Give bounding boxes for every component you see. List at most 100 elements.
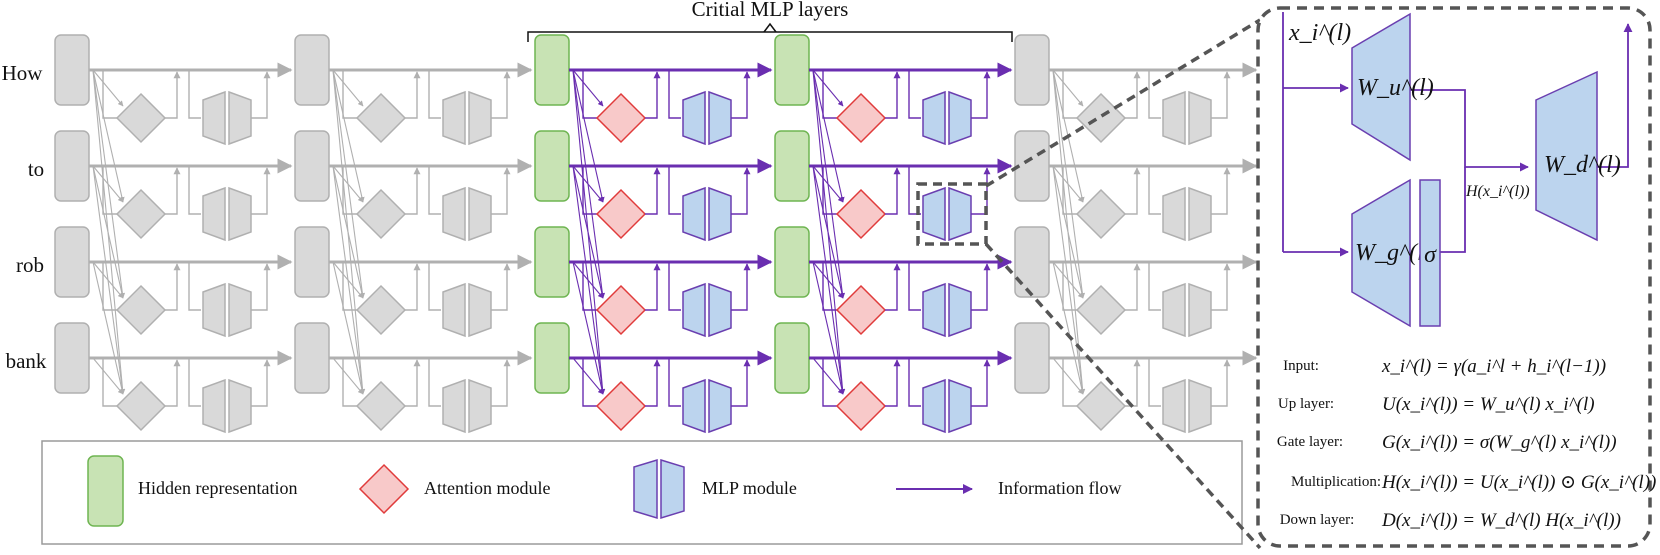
fan-line — [92, 261, 125, 395]
branch-line — [1125, 263, 1141, 311]
branch-line — [645, 71, 661, 119]
zoom-highlight-box — [916, 182, 988, 246]
token-labels: How to rob bank — [2, 61, 47, 373]
mlp-module-half — [682, 282, 706, 338]
mlp-module-icon — [633, 458, 685, 520]
hidden-block — [1014, 34, 1050, 106]
wd-label: W_d^(l) — [1544, 152, 1621, 178]
attention-module — [115, 380, 167, 432]
fan-line — [332, 357, 364, 395]
hidden-block — [294, 130, 330, 202]
eq-mult: H(x_i^(l)) = U(x_i^(l)) ⊙ G(x_i^(l)) — [1381, 472, 1656, 493]
mlp-detail-panel: x_i^(l) W_u^(l) W_g^(l) σ H(x_i^(l)) W_d… — [1256, 6, 1656, 548]
hidden-block — [534, 130, 570, 202]
eq-gate: G(x_i^(l)) = σ(W_g^(l) x_i^(l)) — [1382, 432, 1617, 453]
branch-line — [188, 70, 201, 119]
attention-module — [1075, 188, 1127, 240]
attention-module — [595, 284, 647, 336]
mlp-module-half — [202, 378, 226, 434]
fan-line — [572, 261, 605, 395]
eq-label-up: Up layer: — [1278, 396, 1334, 412]
branch-line — [342, 358, 357, 407]
up-projection-block — [1351, 12, 1411, 162]
attention-module — [115, 92, 167, 144]
attention-module — [115, 284, 167, 336]
branch-line — [428, 358, 441, 407]
branch-line — [405, 167, 421, 215]
mlp-module-half — [1188, 186, 1212, 242]
branch-line — [645, 167, 661, 215]
fan-line — [332, 165, 364, 203]
branch-line — [165, 359, 181, 407]
branch-line — [885, 167, 901, 215]
mlp-module-half — [922, 90, 946, 146]
branch-line — [971, 263, 991, 311]
branch-line — [668, 262, 681, 311]
attention-module — [1075, 92, 1127, 144]
sigma-activation-block — [1419, 179, 1441, 327]
critical-layers-brace — [527, 22, 1013, 42]
mlp-module-half — [442, 186, 466, 242]
branch-line — [1211, 359, 1231, 407]
eq-up: U(x_i^(l)) = W_u^(l) x_i^(l) — [1382, 394, 1595, 415]
fan-line — [332, 165, 365, 299]
branch-line — [731, 263, 751, 311]
fan-line — [1052, 261, 1084, 299]
branch-line — [645, 359, 661, 407]
down-projection-block — [1535, 70, 1598, 242]
branch-line — [885, 359, 901, 407]
branch-line — [491, 167, 511, 215]
branch-line — [885, 263, 901, 311]
branch-line — [405, 359, 421, 407]
fan-line — [812, 165, 844, 203]
attention-module-icon — [358, 463, 410, 515]
fan-line — [332, 261, 364, 299]
branch-line — [405, 71, 421, 119]
branch-line — [188, 166, 201, 215]
gate-projection-block — [1351, 178, 1411, 328]
fan-line — [1052, 69, 1084, 107]
branch-line — [165, 263, 181, 311]
fan-line — [92, 261, 124, 299]
fan-line — [332, 69, 364, 107]
attention-module — [595, 188, 647, 240]
diagram-title: Critial MLP layers — [692, 0, 849, 21]
branch-line — [491, 359, 511, 407]
hidden-block — [294, 322, 330, 394]
mlp-module-half — [202, 282, 226, 338]
branch-line — [342, 166, 357, 215]
branch-line — [731, 71, 751, 119]
mlp-module-half — [202, 90, 226, 146]
layer-stack — [54, 34, 1258, 434]
branch-line — [405, 263, 421, 311]
token-label: How — [2, 61, 44, 85]
fan-line — [572, 261, 604, 299]
fan-line — [332, 261, 365, 395]
branch-line — [102, 166, 117, 215]
mlp-module-half — [442, 378, 466, 434]
hidden-block — [1014, 130, 1050, 202]
hidden-block — [294, 226, 330, 298]
attention-module — [1075, 380, 1127, 432]
fan-line — [572, 69, 605, 203]
hidden-block — [534, 34, 570, 106]
fan-line — [92, 165, 124, 203]
branch-line — [731, 167, 751, 215]
fan-line — [1052, 165, 1085, 299]
token-label: bank — [6, 349, 47, 373]
attention-module — [355, 92, 407, 144]
branch-line — [428, 262, 441, 311]
branch-line — [582, 70, 597, 119]
branch-line — [251, 167, 271, 215]
branch-line — [1148, 70, 1161, 119]
mlp-module-half — [708, 282, 732, 338]
mlp-module-half — [708, 186, 732, 242]
branch-line — [165, 71, 181, 119]
branch-line — [971, 71, 991, 119]
fan-line — [92, 165, 125, 299]
branch-line — [971, 359, 991, 407]
attention-module — [595, 92, 647, 144]
eq-label-gate: Gate layer: — [1277, 434, 1343, 450]
hidden-block — [774, 322, 810, 394]
